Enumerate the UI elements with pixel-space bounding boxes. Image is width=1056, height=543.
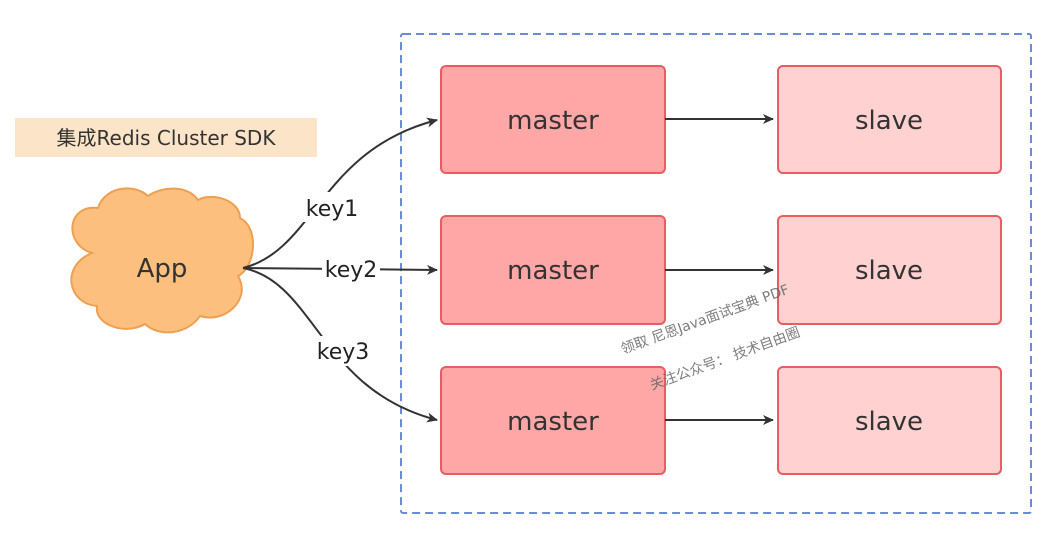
slave-node-1: slave (777, 65, 1002, 174)
slave-node-3-label: slave (855, 407, 923, 437)
slave-node-2-label: slave (855, 256, 923, 286)
master-node-1-label: master (507, 106, 599, 136)
edge-label-key2: key2 (325, 258, 378, 283)
master-node-2-label: master (507, 256, 599, 286)
slave-node-2: slave (777, 215, 1002, 325)
slave-node-3: slave (777, 366, 1002, 475)
edge-label-key2-bg (322, 254, 380, 284)
edge-label-key1: key1 (306, 197, 359, 222)
app-cloud (70, 187, 254, 334)
cluster-boundary (400, 33, 1032, 514)
edge-label-key3: key3 (317, 340, 370, 365)
edge-label-key1-bg (303, 192, 361, 222)
sdk-label-bg (15, 118, 317, 157)
app-label: App (137, 254, 188, 284)
master-node-2: master (440, 215, 666, 325)
master-node-3-label: master (507, 407, 599, 437)
master-node-3: master (440, 366, 666, 475)
master-node-1: master (440, 65, 666, 174)
edge-label-key3-bg (314, 336, 372, 366)
slave-node-1-label: slave (855, 106, 923, 136)
sdk-label: 集成Redis Cluster SDK (57, 126, 277, 150)
